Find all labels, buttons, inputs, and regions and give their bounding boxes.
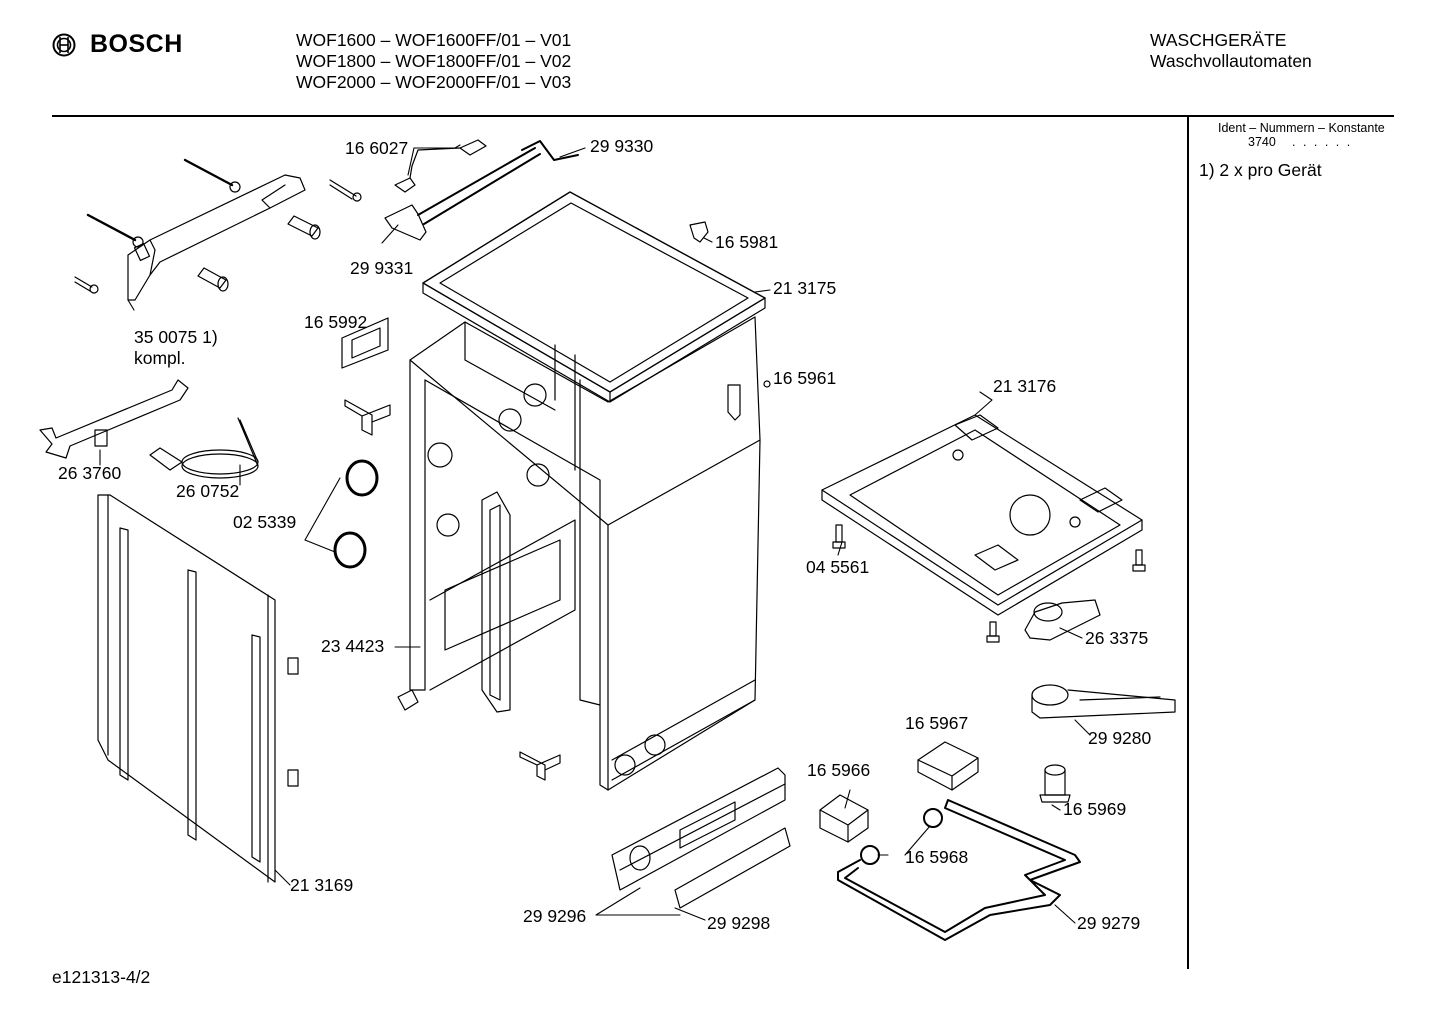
lid-hinge-and-cables bbox=[384, 139, 579, 241]
part-label: 16 5961 bbox=[773, 368, 837, 388]
part-label: 26 0752 bbox=[176, 481, 240, 501]
part-label: 26 3375 bbox=[1085, 628, 1149, 648]
part-label: 23 4423 bbox=[321, 636, 385, 656]
part-label: 29 9331 bbox=[350, 258, 414, 278]
category-subtitle: Waschvollautomaten bbox=[1150, 51, 1312, 71]
part-label: 16 6027 bbox=[345, 138, 409, 158]
model-line: WOF1800 – WOF1800FF/01 – V02 bbox=[296, 51, 572, 71]
mounting-bracket-kit bbox=[74, 158, 362, 301]
foot-16-5992 bbox=[341, 317, 389, 369]
ident-value: 3740 bbox=[1248, 135, 1276, 149]
part-label: 04 5561 bbox=[806, 557, 870, 577]
ident-dots: . . . . . . bbox=[1292, 135, 1353, 149]
part-label: 29 9279 bbox=[1077, 913, 1141, 933]
part-label: 35 0075 1) bbox=[134, 327, 218, 347]
front-door-frame bbox=[481, 491, 511, 713]
part-label: 21 3175 bbox=[773, 278, 837, 298]
header-divider bbox=[52, 115, 1394, 117]
category-title: WASCHGERÄTE bbox=[1150, 30, 1287, 50]
small-clip bbox=[397, 689, 419, 711]
part-label: 26 3760 bbox=[58, 463, 122, 483]
part-label: 02 5339 bbox=[233, 512, 297, 532]
part-label: 16 5966 bbox=[807, 760, 871, 780]
model-line: WOF1600 – WOF1600FF/01 – V01 bbox=[296, 30, 572, 50]
screws-04-5561 bbox=[832, 524, 1146, 643]
part-label: 29 9330 bbox=[590, 136, 654, 156]
sidebar-divider bbox=[1187, 117, 1189, 969]
model-line: WOF2000 – WOF2000FF/01 – V03 bbox=[296, 72, 572, 92]
module-16-5967 bbox=[917, 741, 979, 791]
part-label: 21 3176 bbox=[993, 376, 1057, 396]
category-block: WASCHGERÄTE Waschvollautomaten bbox=[1150, 30, 1312, 72]
power-cable bbox=[149, 417, 259, 479]
bosch-logo-icon bbox=[52, 33, 76, 56]
screw-16-5961 bbox=[763, 380, 771, 388]
part-label: kompl. bbox=[134, 348, 186, 368]
part-label: 16 5967 bbox=[905, 713, 969, 733]
brand-block: BOSCH bbox=[52, 30, 183, 59]
module-16-5966 bbox=[819, 794, 869, 843]
part-label: 16 5992 bbox=[304, 312, 368, 332]
top-lid bbox=[422, 191, 766, 403]
clip-16-5981 bbox=[689, 221, 709, 243]
part-16-5969 bbox=[1039, 764, 1071, 803]
side-panel bbox=[97, 494, 299, 883]
footnote-text: 1) 2 x pro Gerät bbox=[1199, 160, 1322, 180]
part-label: 21 3169 bbox=[290, 875, 354, 895]
part-label: 29 9296 bbox=[523, 906, 587, 926]
small-bracket bbox=[344, 399, 391, 436]
part-label: 16 5969 bbox=[1063, 799, 1127, 819]
hose-29-9279 bbox=[837, 799, 1081, 941]
part-label: 29 9280 bbox=[1088, 728, 1152, 748]
drawing-code: e121313-4/2 bbox=[52, 967, 151, 987]
model-list: WOF1600 – WOF1600FF/01 – V01 WOF1800 – W… bbox=[296, 30, 571, 93]
part-label: 29 9298 bbox=[707, 913, 771, 933]
leader-lines bbox=[99, 144, 1091, 924]
part-29-9280 bbox=[1031, 684, 1176, 719]
base-frame bbox=[821, 414, 1143, 616]
part-26-3375 bbox=[1024, 599, 1101, 641]
small-bracket-lower bbox=[519, 751, 561, 781]
door-seals bbox=[333, 459, 379, 569]
spanner-tool bbox=[39, 379, 189, 459]
part-label: 16 5968 bbox=[905, 847, 969, 867]
cabinet-frame bbox=[409, 316, 761, 791]
detergent-drawer bbox=[611, 767, 791, 909]
brand-name: BOSCH bbox=[90, 30, 183, 58]
ident-title: Ident – Nummern – Konstante bbox=[1218, 121, 1385, 135]
part-label: 16 5981 bbox=[715, 232, 779, 252]
